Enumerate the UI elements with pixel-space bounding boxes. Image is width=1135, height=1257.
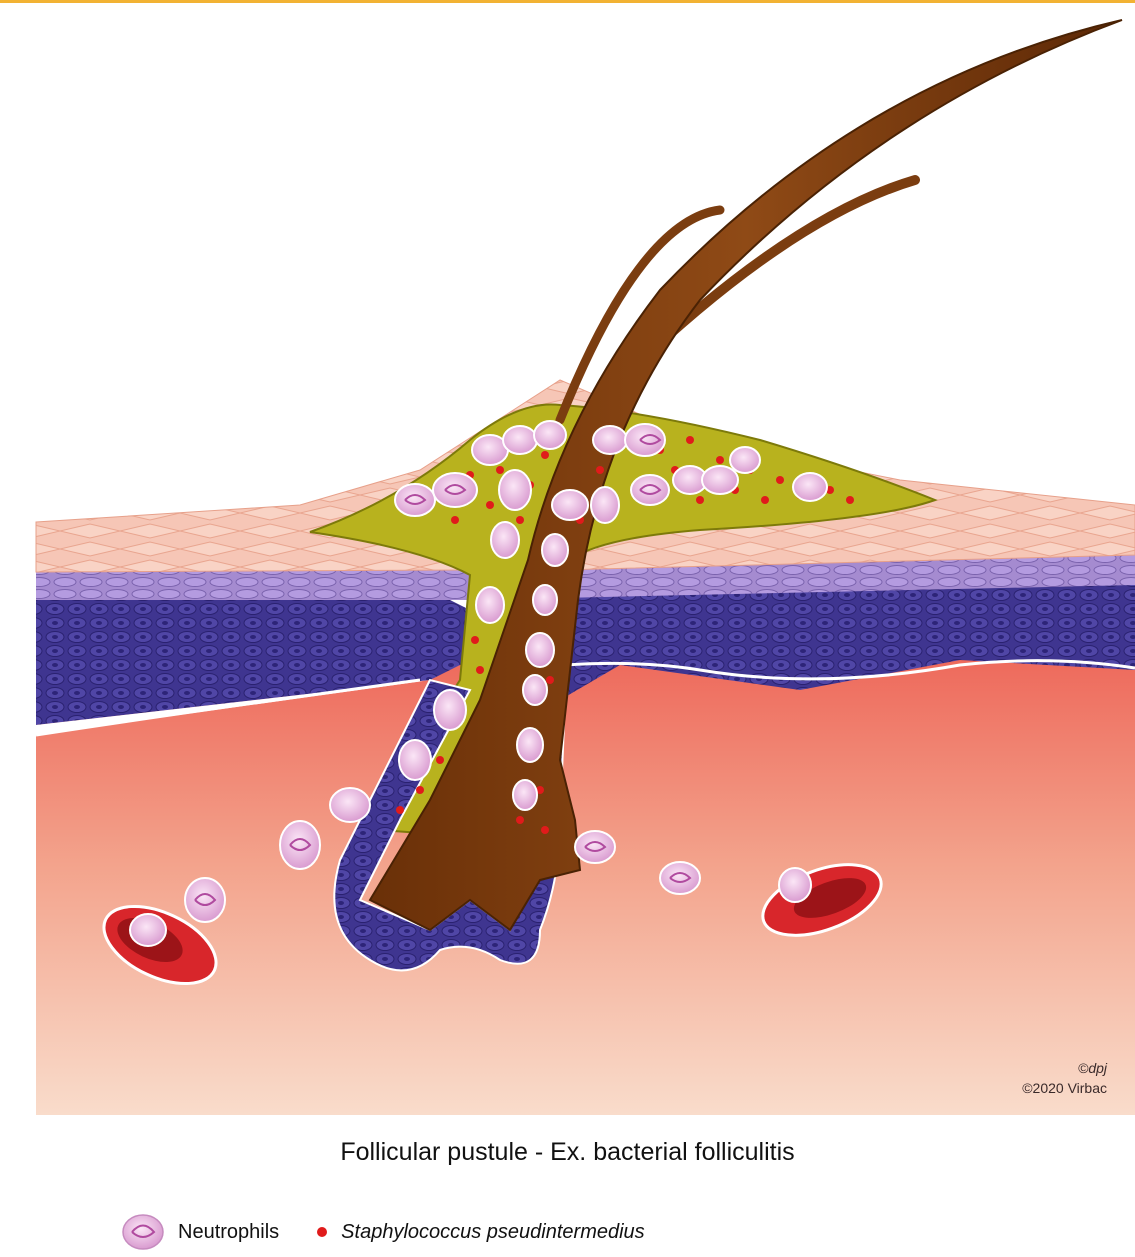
figure-caption: Follicular pustule - Ex. bacterial folli…	[0, 1138, 1135, 1167]
artist-credit: ©dpj	[1022, 1058, 1107, 1078]
legend-item-bacteria: Staphylococcus pseudintermedius	[315, 1221, 645, 1244]
bacteria-dot-icon	[315, 1225, 329, 1239]
legend-label-neutrophils: Neutrophils	[178, 1221, 279, 1244]
legend-label-bacteria: Staphylococcus pseudintermedius	[341, 1221, 645, 1244]
legend: Neutrophils Staphylococcus pseudintermed…	[120, 1210, 645, 1254]
copyright-credit: ©2020 Virbac	[1022, 1078, 1107, 1098]
image-credits: ©dpj ©2020 Virbac	[1022, 1058, 1107, 1098]
legend-item-neutrophils: Neutrophils	[120, 1211, 279, 1253]
neutrophil-icon	[120, 1211, 166, 1253]
follicular-pustule-illustration	[0, 0, 1135, 1120]
